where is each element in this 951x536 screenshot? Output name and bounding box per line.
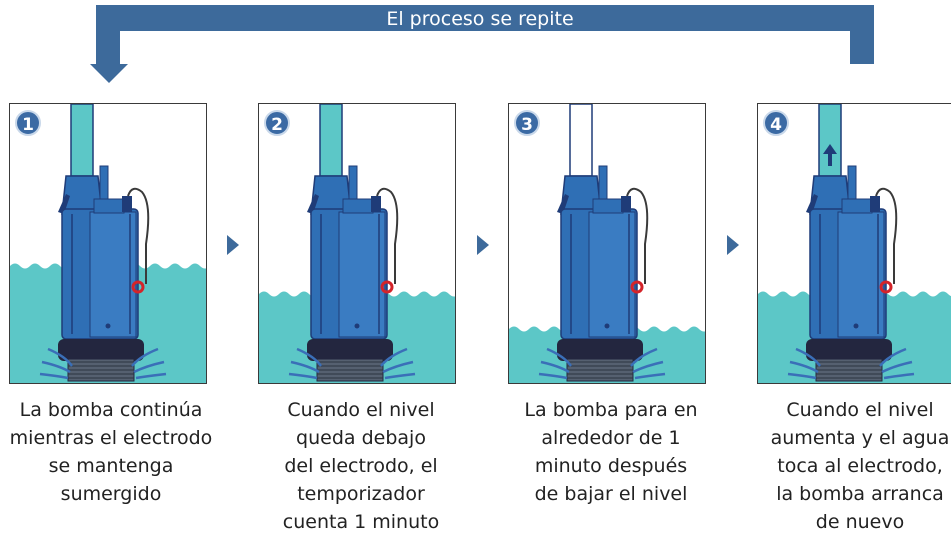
intake-flow-arrow-icon xyxy=(630,347,658,367)
electrode-cable xyxy=(626,187,649,284)
electrode-sensor-icon xyxy=(630,280,644,294)
discharge-pipe xyxy=(319,104,343,177)
next-step-arrow-icon xyxy=(227,235,239,255)
flow-up-arrow-icon xyxy=(823,144,837,166)
intake-flow-arrow-icon xyxy=(290,360,320,374)
intake-flow-arrow-icon xyxy=(384,372,416,380)
intake-flow-arrow-icon xyxy=(540,360,570,374)
step-caption-4: Cuando el nivel aumenta y el agua toca a… xyxy=(770,399,950,533)
pump-base xyxy=(806,339,892,361)
discharge-pipe xyxy=(70,104,94,177)
intake-flow-arrow-icon xyxy=(382,360,414,374)
pump-illustration xyxy=(758,104,951,383)
step-caption-2: Cuando el nivel queda debajo del electro… xyxy=(282,399,440,533)
step-caption-3: La bomba para en alrededor de 1 minuto d… xyxy=(524,399,698,505)
pump-illustration xyxy=(10,104,206,383)
intake-flow-arrow-icon xyxy=(39,372,69,380)
intake-flow-arrow-icon xyxy=(135,372,167,380)
pump-base xyxy=(307,339,393,361)
next-step-arrow-icon xyxy=(727,235,739,255)
intake-flow-arrow-icon xyxy=(879,347,907,367)
step-panel-4: 4 xyxy=(757,103,951,384)
intake-flow-arrow-icon xyxy=(634,372,666,380)
pump-base xyxy=(58,339,144,361)
intake-flow-arrow-icon xyxy=(131,347,159,367)
pump-illustration xyxy=(259,104,455,383)
intake-flow-arrow-icon xyxy=(41,360,71,374)
step-number: 2 xyxy=(264,110,290,136)
step-number: 4 xyxy=(763,110,789,136)
pump-illustration xyxy=(509,104,705,383)
intake-flow-arrow-icon xyxy=(133,360,165,374)
discharge-pipe xyxy=(569,104,593,177)
step-number: 1 xyxy=(15,110,41,136)
next-step-arrow-icon xyxy=(477,235,489,255)
repeat-label: El proceso se repite xyxy=(386,8,574,30)
electrode-cable xyxy=(127,187,150,284)
intake-flow-arrow-icon xyxy=(538,372,568,380)
intake-flow-arrow-icon xyxy=(789,360,819,374)
intake-flow-arrow-icon xyxy=(795,347,822,367)
intake-flow-arrow-icon xyxy=(288,372,318,380)
step-panel-3: 3 xyxy=(508,103,706,384)
intake-flow-arrow-icon xyxy=(881,360,913,374)
electrode-cable xyxy=(875,187,898,284)
electrode-cable xyxy=(376,187,399,284)
repeat-loop-arrow xyxy=(90,5,874,83)
intake-flow-arrow-icon xyxy=(787,372,817,380)
step-number: 3 xyxy=(514,110,540,136)
intake-flow-arrow-icon xyxy=(883,372,915,380)
electrode-sensor-icon xyxy=(380,280,394,294)
pump-base xyxy=(557,339,643,361)
step-caption-1: La bomba continúa mientras el electrodo … xyxy=(9,399,213,505)
intake-flow-arrow-icon xyxy=(380,347,408,367)
step-panel-2: 2 xyxy=(258,103,456,384)
intake-flow-arrow-icon xyxy=(47,347,74,367)
electrode-sensor-icon xyxy=(131,280,145,294)
electrode-sensor-icon xyxy=(879,280,893,294)
step-panel-1: 1 xyxy=(9,103,207,384)
intake-flow-arrow-icon xyxy=(632,360,664,374)
intake-flow-arrow-icon xyxy=(296,347,323,367)
intake-flow-arrow-icon xyxy=(546,347,573,367)
